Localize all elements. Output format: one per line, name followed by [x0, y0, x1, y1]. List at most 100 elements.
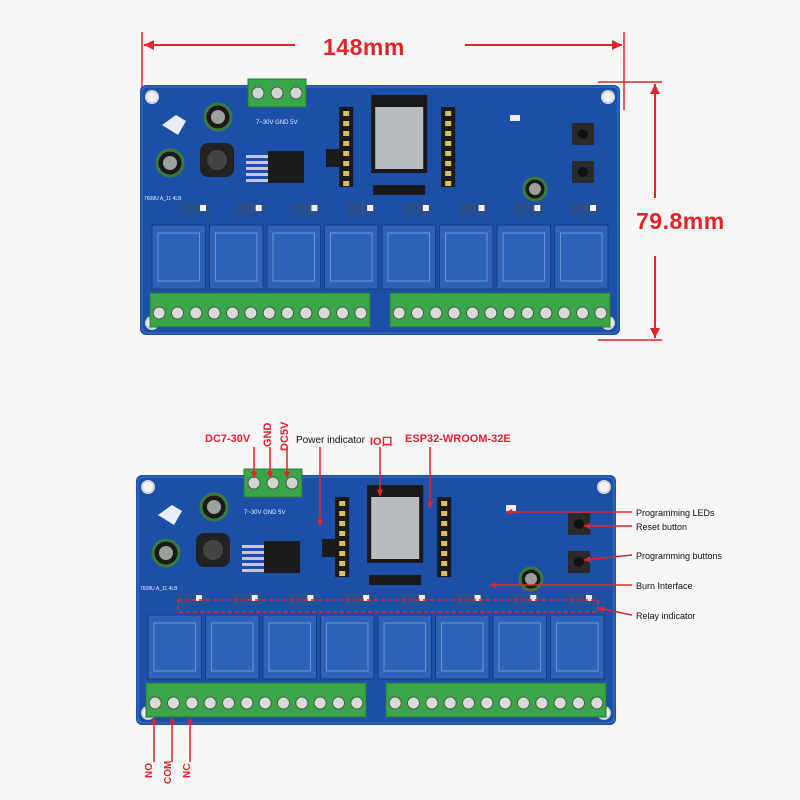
terminal-screw-bottom [203, 696, 217, 710]
terminal-screw-bottom [277, 696, 290, 710]
relay-bottom [550, 614, 605, 680]
terminal-screw-top [354, 306, 368, 320]
terminal-screw-top [484, 306, 498, 320]
relay-bottom [435, 614, 490, 680]
relay-top [439, 224, 494, 290]
capacitor-top-top [163, 156, 177, 170]
pin-bottom [339, 521, 346, 526]
capacitor-top-top [211, 110, 225, 124]
relay-indicator-box [177, 599, 599, 613]
terminal-screw-top [594, 306, 608, 320]
burn-interface-label: Burn Interface [636, 581, 693, 591]
terminal-screw-bottom [332, 696, 345, 710]
regulator-pin-top [246, 167, 268, 170]
pin-top [445, 131, 452, 136]
relay-led-top [534, 205, 541, 211]
terminal-screw-bottom [572, 696, 585, 710]
width-dimension: 148mm [323, 34, 405, 60]
pin-bottom [339, 561, 346, 566]
regulator-pin-bottom [242, 557, 264, 560]
relay-bottom [262, 614, 317, 680]
burn-interface-top [373, 185, 426, 195]
terminal-silkscreen: 7~30V GND 5V [256, 120, 298, 126]
logo-bottom [158, 505, 182, 525]
dim-head-bottom [650, 328, 660, 338]
pin-top [343, 151, 350, 156]
terminal-screw-bottom [240, 696, 254, 710]
programming-led-top [510, 115, 520, 121]
programming-buttons-arrow-head [584, 556, 591, 563]
voltage-regulator-bottom [264, 541, 300, 573]
relay-label-area-bottom [498, 622, 541, 672]
pin-top [445, 141, 452, 146]
relay-led-bottom [363, 595, 370, 601]
relay-led-top [200, 205, 206, 211]
power-indicator-arrow-head [316, 519, 324, 526]
no-label: NO [144, 763, 155, 778]
pin-bottom [339, 551, 346, 556]
regulator-pin-top [246, 155, 268, 158]
relay-label-area-top [157, 232, 200, 282]
relay-label-area-bottom [211, 622, 254, 672]
pin-bottom [441, 501, 448, 506]
burn-interface-arrow-head [490, 581, 497, 589]
terminal-screw-bottom [480, 696, 494, 710]
pin-bottom [441, 521, 448, 526]
relay-label-area-bottom [326, 622, 369, 672]
program-button-cap-top [578, 167, 588, 177]
terminal-screw-bottom [425, 696, 439, 710]
relay-top [496, 224, 551, 290]
regulator-pin-bottom [242, 563, 264, 566]
terminal-screw-bottom [148, 696, 162, 710]
mounting-hole-bottom [141, 480, 155, 494]
nc-label: NC [182, 763, 193, 778]
relay-label-area-top [502, 232, 545, 282]
relay-led-bottom [530, 595, 537, 601]
terminal-screw-bottom [517, 696, 530, 710]
programming-buttons-label: Programming buttons [636, 551, 723, 561]
regulator-pin-top [246, 173, 268, 176]
reset-button-arrow-head [584, 522, 591, 530]
capacitor-top-bottom [207, 500, 221, 514]
relay-bottom [320, 614, 375, 680]
relay-led-bottom [307, 595, 314, 601]
terminal-screw-top [289, 86, 303, 100]
pin-bottom [441, 541, 448, 546]
relay-top [554, 224, 609, 290]
pin-header-top [441, 107, 456, 187]
relay-label-area-top [560, 232, 603, 282]
terminal-screw-bottom [313, 696, 327, 710]
pin-bottom [441, 511, 448, 516]
inductor-core-top [207, 150, 227, 170]
com-arrow-head [168, 718, 176, 725]
terminal-screw-bottom [185, 696, 199, 710]
relay-label-area-top [387, 232, 430, 282]
terminal-screw-top [466, 306, 479, 320]
reset-button-label: Reset button [636, 522, 688, 532]
pin-bottom [339, 511, 346, 516]
pin-bottom [339, 541, 346, 546]
terminal-screw-bottom [498, 696, 512, 710]
terminal-screw-top [152, 306, 166, 320]
relay-label-area-top [330, 232, 373, 282]
relay-indicator-arrow-head [598, 606, 605, 613]
terminal-screw-top [447, 306, 461, 320]
terminal-screw-bottom [258, 696, 272, 710]
terminal-screw-top [521, 306, 534, 320]
pin-top [343, 131, 350, 136]
terminal-screw-bottom [222, 696, 235, 710]
relay-top [151, 224, 206, 290]
terminal-screw-top [502, 306, 516, 320]
power-out-label: DC5V [279, 421, 291, 451]
pin-header-bottom [437, 497, 452, 577]
relay-label-area-top [445, 232, 488, 282]
terminal-screw-top [189, 306, 203, 320]
dim-head-top [650, 84, 660, 94]
relay-label-area-bottom [441, 622, 484, 672]
terminal-block-bottom [385, 682, 607, 718]
pin-top [343, 111, 350, 116]
esp32-shield-top [375, 107, 424, 169]
relay-bottom [205, 614, 260, 680]
relay-led-top [367, 205, 374, 211]
terminal-screw-bottom [443, 696, 457, 710]
